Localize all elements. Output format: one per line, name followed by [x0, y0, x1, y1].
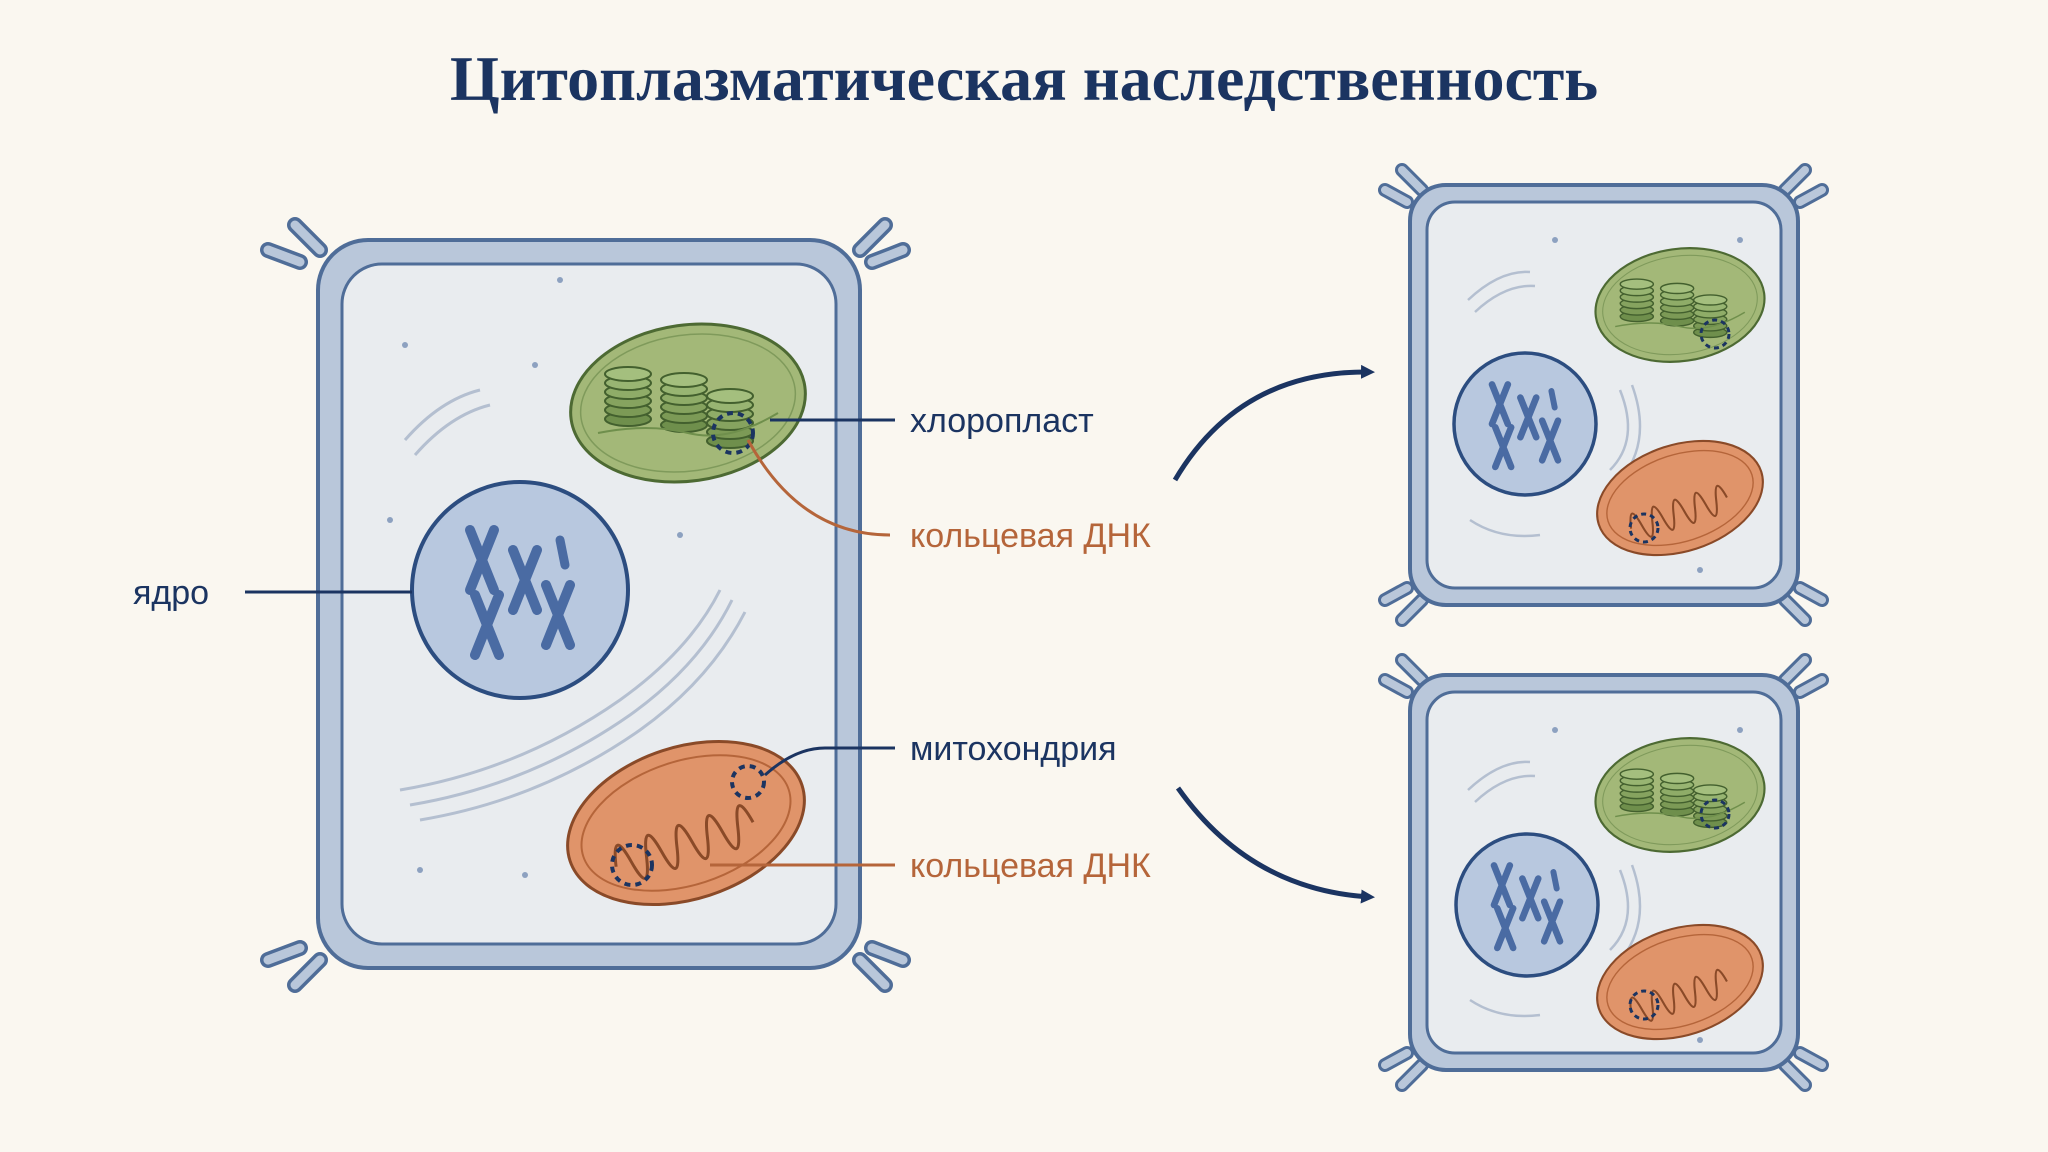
chloroplast	[560, 309, 815, 496]
cytoplasm-granules	[387, 277, 683, 878]
parent-cell	[260, 217, 911, 993]
chloroplast-ring-dna	[711, 411, 755, 455]
endoplasmic-reticulum	[399, 388, 747, 822]
chloroplast-ring-dna-label: кольцевая ДНК	[910, 517, 1151, 555]
nucleus	[410, 480, 630, 700]
mitochondrion-ring-dna-1	[730, 764, 766, 800]
daughter-upper-nucleus	[1452, 351, 1598, 497]
daughter-upper-mitochondrion	[1581, 419, 1779, 577]
chloroplast-dna-leader	[746, 439, 891, 537]
daughter-lower-mitochondrion	[1581, 903, 1779, 1061]
daughter-upper-chloroplast	[1588, 238, 1772, 373]
mitochondrion	[544, 711, 828, 935]
mitochondrion-leader	[763, 746, 895, 777]
mitochondrion-ring-dna-label: кольцевая ДНК	[910, 847, 1151, 885]
arrow-to-upper-daughter-cell	[1172, 364, 1375, 482]
mitochondrion-label: митохондрия	[910, 730, 1117, 768]
nucleus-label: ядро	[133, 574, 209, 612]
daughter-cell-upper	[1378, 163, 1829, 627]
chloroplast-label: хлоропласт	[910, 402, 1094, 440]
arrow-to-lower-daughter-cell	[1175, 786, 1375, 904]
daughter-lower-nucleus	[1454, 832, 1600, 978]
daughter-lower-chloroplast	[1588, 728, 1772, 863]
page-title: Цитоплазматическая наследственность	[450, 43, 1598, 114]
mitochondrion-ring-dna-2	[610, 843, 654, 887]
daughter-cell-lower	[1378, 653, 1829, 1092]
